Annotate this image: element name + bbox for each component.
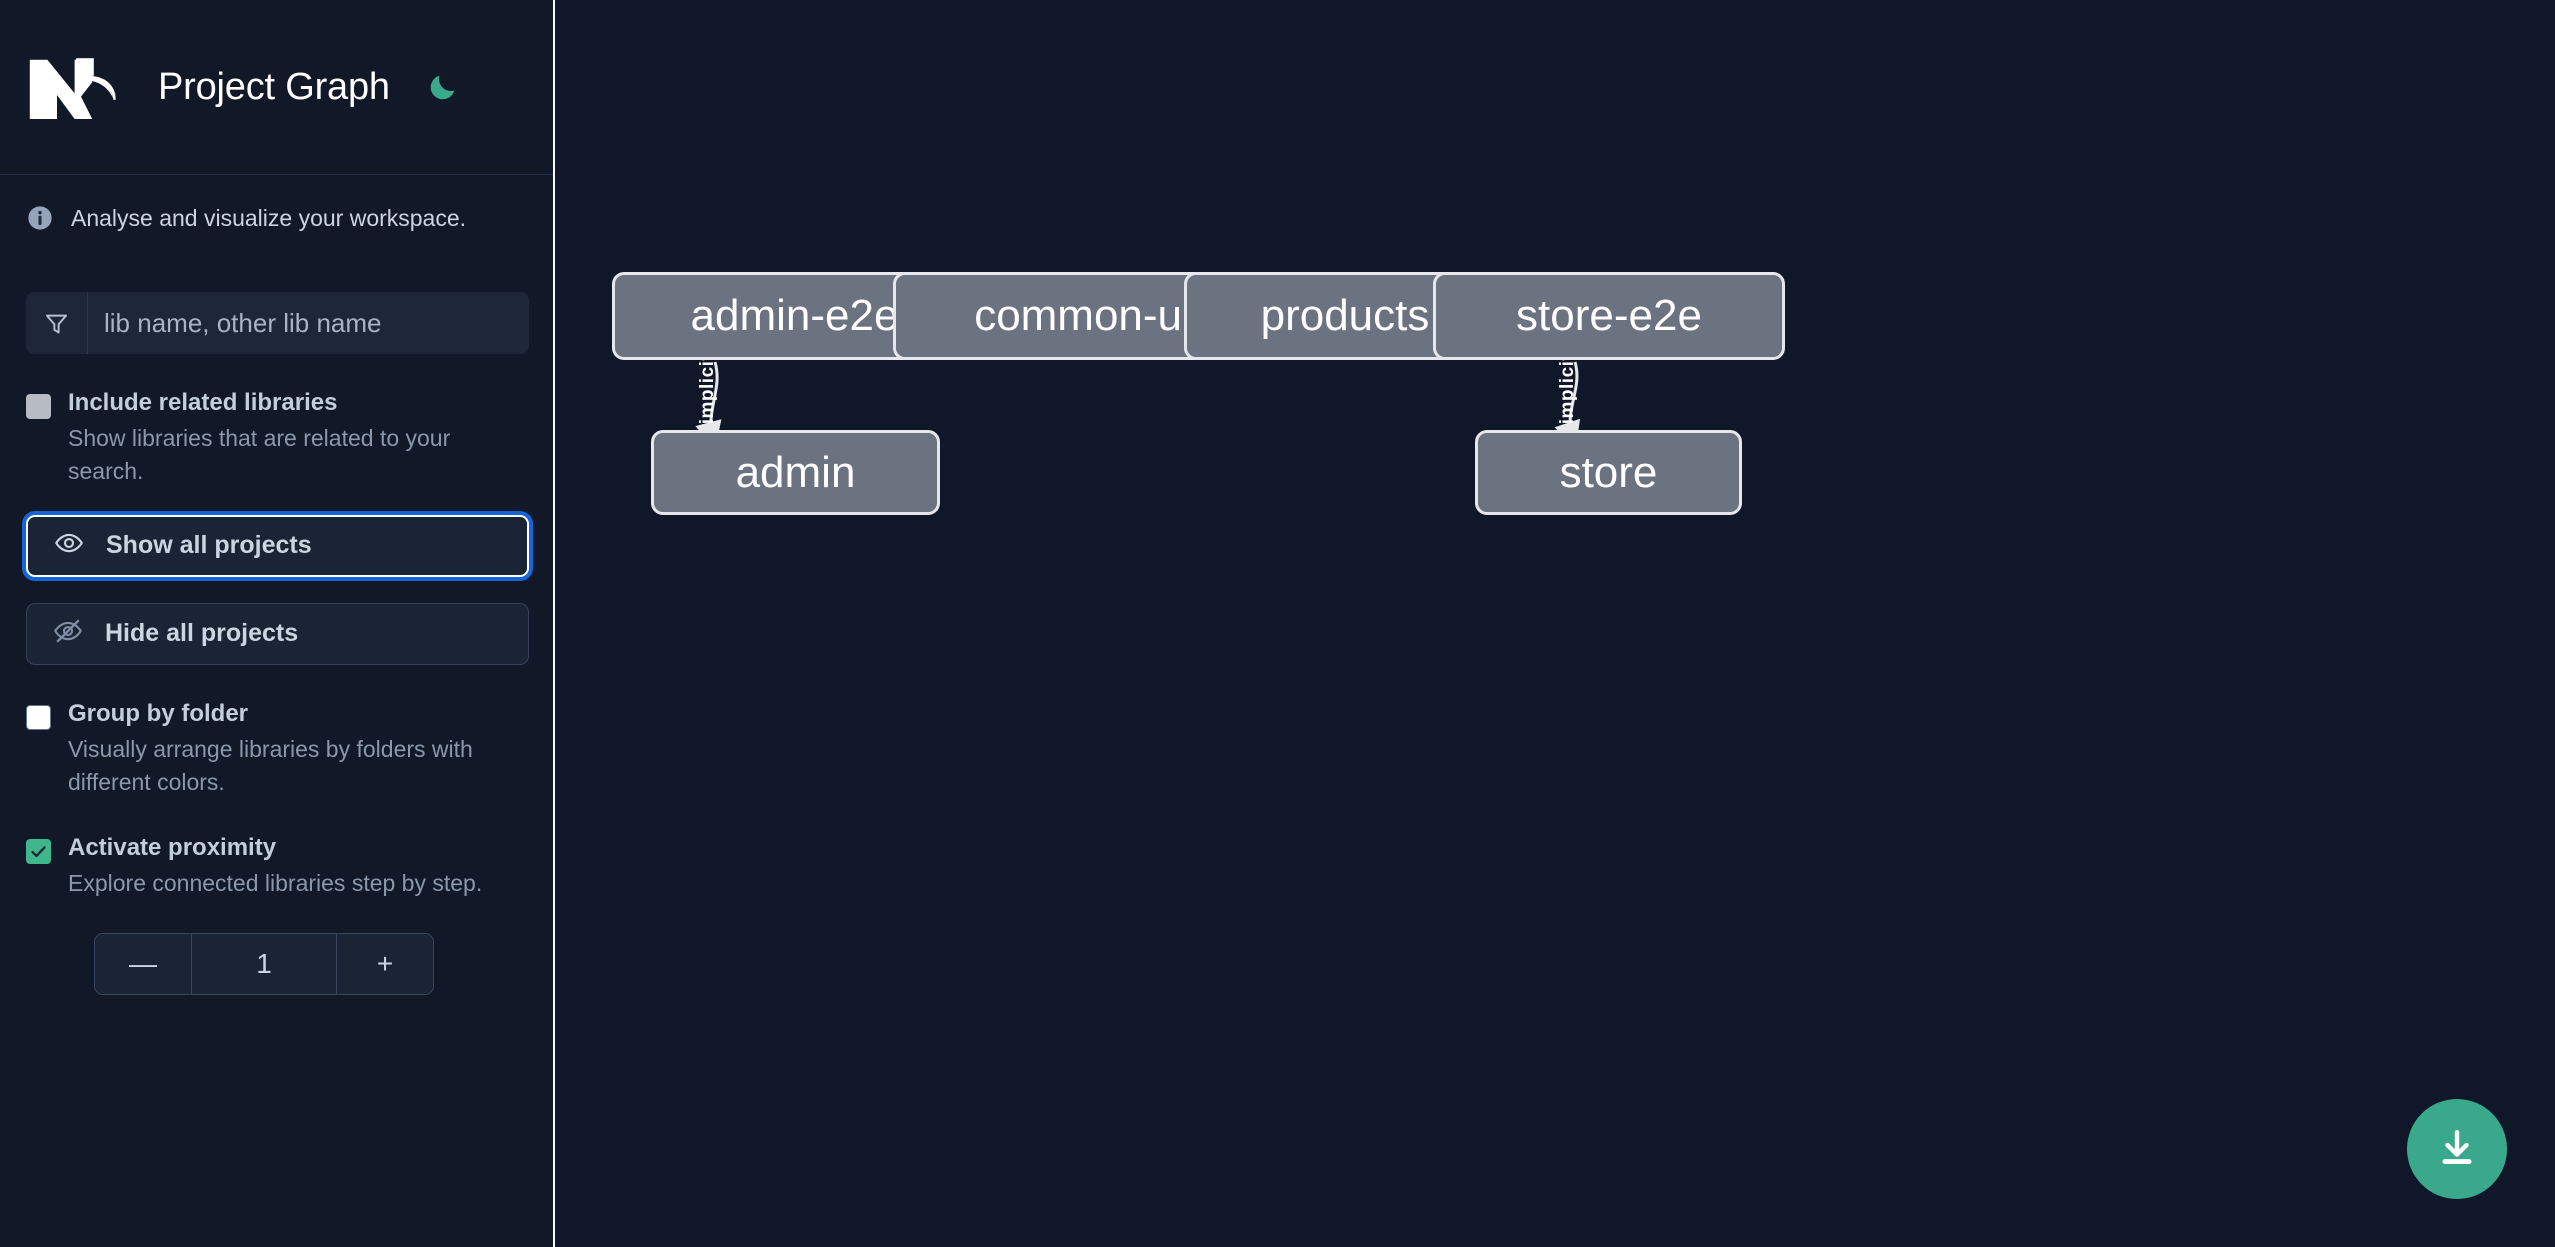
sidebar-header: Project Graph xyxy=(0,0,555,175)
sidebar-body: Analyse and visualize your workspace. In… xyxy=(0,175,555,995)
search-input[interactable] xyxy=(88,292,529,354)
show-all-projects-label: Show all projects xyxy=(106,531,312,560)
info-icon xyxy=(26,204,54,232)
option-label: Activate proximity xyxy=(68,834,277,862)
nx-logo xyxy=(25,51,121,123)
option-label: Include related libraries xyxy=(68,389,338,416)
group-by-folder-checkbox[interactable] xyxy=(26,704,51,730)
hide-all-projects-button[interactable]: Hide all projects xyxy=(26,602,529,665)
proximity-increment-button[interactable]: + xyxy=(336,933,433,994)
edge-label-store: implicit xyxy=(1557,353,1578,425)
option-description: Explore connected libraries step by step… xyxy=(68,870,483,897)
moon-icon[interactable] xyxy=(422,66,464,108)
filter-icon xyxy=(26,292,88,354)
show-all-projects-button[interactable]: Show all projects xyxy=(26,514,529,577)
proximity-value: 1 xyxy=(192,933,336,994)
graph-edges xyxy=(695,361,1581,449)
download-graph-button[interactable] xyxy=(2407,1099,2507,1199)
workspace-info-text: Analyse and visualize your workspace. xyxy=(71,204,467,231)
download-icon xyxy=(2435,1126,2479,1173)
graph-node-store-e2e[interactable]: store-e2e xyxy=(1433,272,1785,360)
activate-proximity-checkbox[interactable] xyxy=(26,839,51,865)
graph-node-store[interactable]: store xyxy=(1475,430,1742,515)
eye-off-icon xyxy=(53,616,83,651)
workspace-info: Analyse and visualize your workspace. xyxy=(26,175,529,261)
option-description: Visually arrange libraries by folders wi… xyxy=(68,735,473,796)
sidebar: Project Graph Analyse and visualize your… xyxy=(0,0,555,1247)
filter-box xyxy=(26,292,529,354)
edge-label-admin: implicit xyxy=(697,353,718,425)
hide-all-projects-label: Hide all projects xyxy=(105,619,299,648)
option-description: Show libraries that are related to your … xyxy=(68,425,451,485)
proximity-decrement-button[interactable]: — xyxy=(95,933,192,994)
include-related-libraries-checkbox[interactable] xyxy=(26,394,51,419)
graph-canvas[interactable]: implicit implicit admin-e2e common-ui pr… xyxy=(555,0,2555,1247)
proximity-stepper: — 1 + xyxy=(94,932,434,995)
eye-icon xyxy=(54,528,84,563)
sidebar-divider xyxy=(553,0,555,1247)
option-group-by-folder[interactable]: Group by folder Visually arrange librari… xyxy=(26,699,529,800)
graph-node-admin[interactable]: admin xyxy=(651,430,940,515)
option-label: Group by folder xyxy=(68,699,248,727)
page-title: Project Graph xyxy=(158,65,390,108)
option-include-related-libraries[interactable]: Include related libraries Show libraries… xyxy=(26,388,529,489)
option-activate-proximity[interactable]: Activate proximity Explore connected lib… xyxy=(26,833,529,900)
